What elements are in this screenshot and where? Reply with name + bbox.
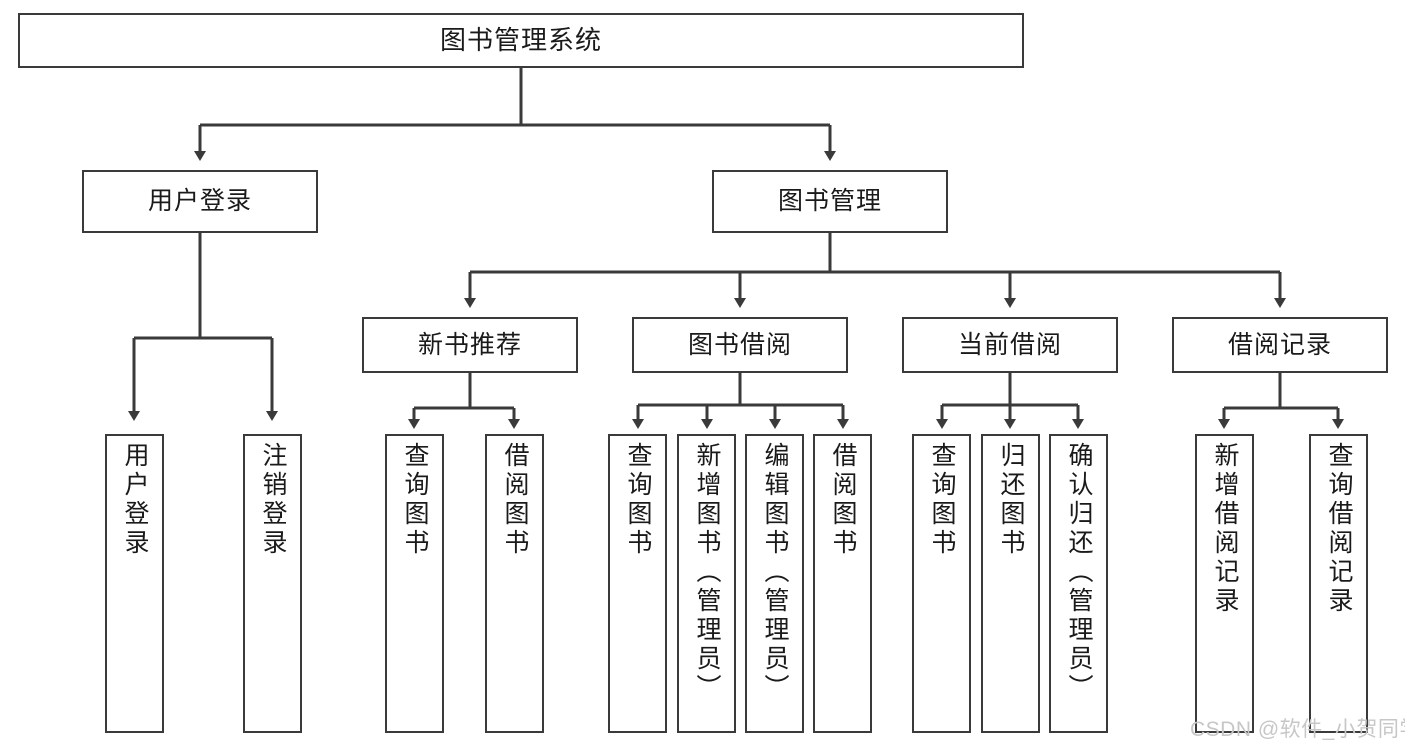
leaf-borrow-record-query-record[interactable]: 查询借阅记录 xyxy=(1309,434,1368,733)
leaf-current-borrow-return-book-label: 归还图书 xyxy=(997,442,1025,558)
leaf-current-borrow-query-book[interactable]: 查询图书 xyxy=(912,434,971,733)
leaf-new-book-borrow-book[interactable]: 借阅图书 xyxy=(485,434,544,733)
leaf-new-book-query-book-label: 查询图书 xyxy=(401,442,429,558)
leaf-book-borrow-add-book-label: 新增图书（管理员） xyxy=(693,442,721,703)
node-book-management[interactable]: 图书管理 xyxy=(712,170,948,233)
leaf-new-book-borrow-book-label: 借阅图书 xyxy=(501,442,529,558)
leaf-borrow-record-add-record[interactable]: 新增借阅记录 xyxy=(1195,434,1254,733)
node-new-book-recommend-label: 新书推荐 xyxy=(417,330,522,359)
leaf-user-login-login-label: 用户登录 xyxy=(121,442,149,558)
leaf-user-login-logout[interactable]: 注销登录 xyxy=(243,434,302,733)
leaf-book-borrow-borrow-book-label: 借阅图书 xyxy=(829,442,857,558)
leaf-current-borrow-confirm-return[interactable]: 确认归还（管理员） xyxy=(1049,434,1108,733)
node-user-login[interactable]: 用户登录 xyxy=(82,170,318,233)
leaf-book-borrow-edit-book-label: 编辑图书（管理员） xyxy=(761,442,789,703)
node-new-book-recommend[interactable]: 新书推荐 xyxy=(362,317,578,373)
node-borrow-record[interactable]: 借阅记录 xyxy=(1172,317,1388,373)
leaf-borrow-record-add-record-label: 新增借阅记录 xyxy=(1211,442,1239,616)
node-current-borrow-label: 当前借阅 xyxy=(957,330,1062,359)
leaf-borrow-record-query-record-label: 查询借阅记录 xyxy=(1325,442,1353,616)
node-root-system-label: 图书管理系统 xyxy=(439,25,602,56)
leaf-current-borrow-return-book[interactable]: 归还图书 xyxy=(981,434,1040,733)
node-book-borrow-label: 图书借阅 xyxy=(687,330,792,359)
node-book-management-label: 图书管理 xyxy=(777,187,882,215)
leaf-user-login-logout-label: 注销登录 xyxy=(259,442,287,558)
leaf-current-borrow-confirm-return-label: 确认归还（管理员） xyxy=(1065,442,1093,703)
leaf-book-borrow-query-book-label: 查询图书 xyxy=(624,442,652,558)
leaf-book-borrow-edit-book[interactable]: 编辑图书（管理员） xyxy=(745,434,804,733)
leaf-book-borrow-add-book[interactable]: 新增图书（管理员） xyxy=(677,434,736,733)
leaf-user-login-login[interactable]: 用户登录 xyxy=(105,434,164,733)
node-current-borrow[interactable]: 当前借阅 xyxy=(902,317,1118,373)
node-borrow-record-label: 借阅记录 xyxy=(1227,330,1332,359)
node-root-system[interactable]: 图书管理系统 xyxy=(18,13,1024,68)
node-book-borrow[interactable]: 图书借阅 xyxy=(632,317,848,373)
leaf-book-borrow-borrow-book[interactable]: 借阅图书 xyxy=(813,434,872,733)
leaf-new-book-query-book[interactable]: 查询图书 xyxy=(385,434,444,733)
leaf-book-borrow-query-book[interactable]: 查询图书 xyxy=(608,434,667,733)
node-user-login-label: 用户登录 xyxy=(147,187,252,215)
leaf-current-borrow-query-book-label: 查询图书 xyxy=(928,442,956,558)
